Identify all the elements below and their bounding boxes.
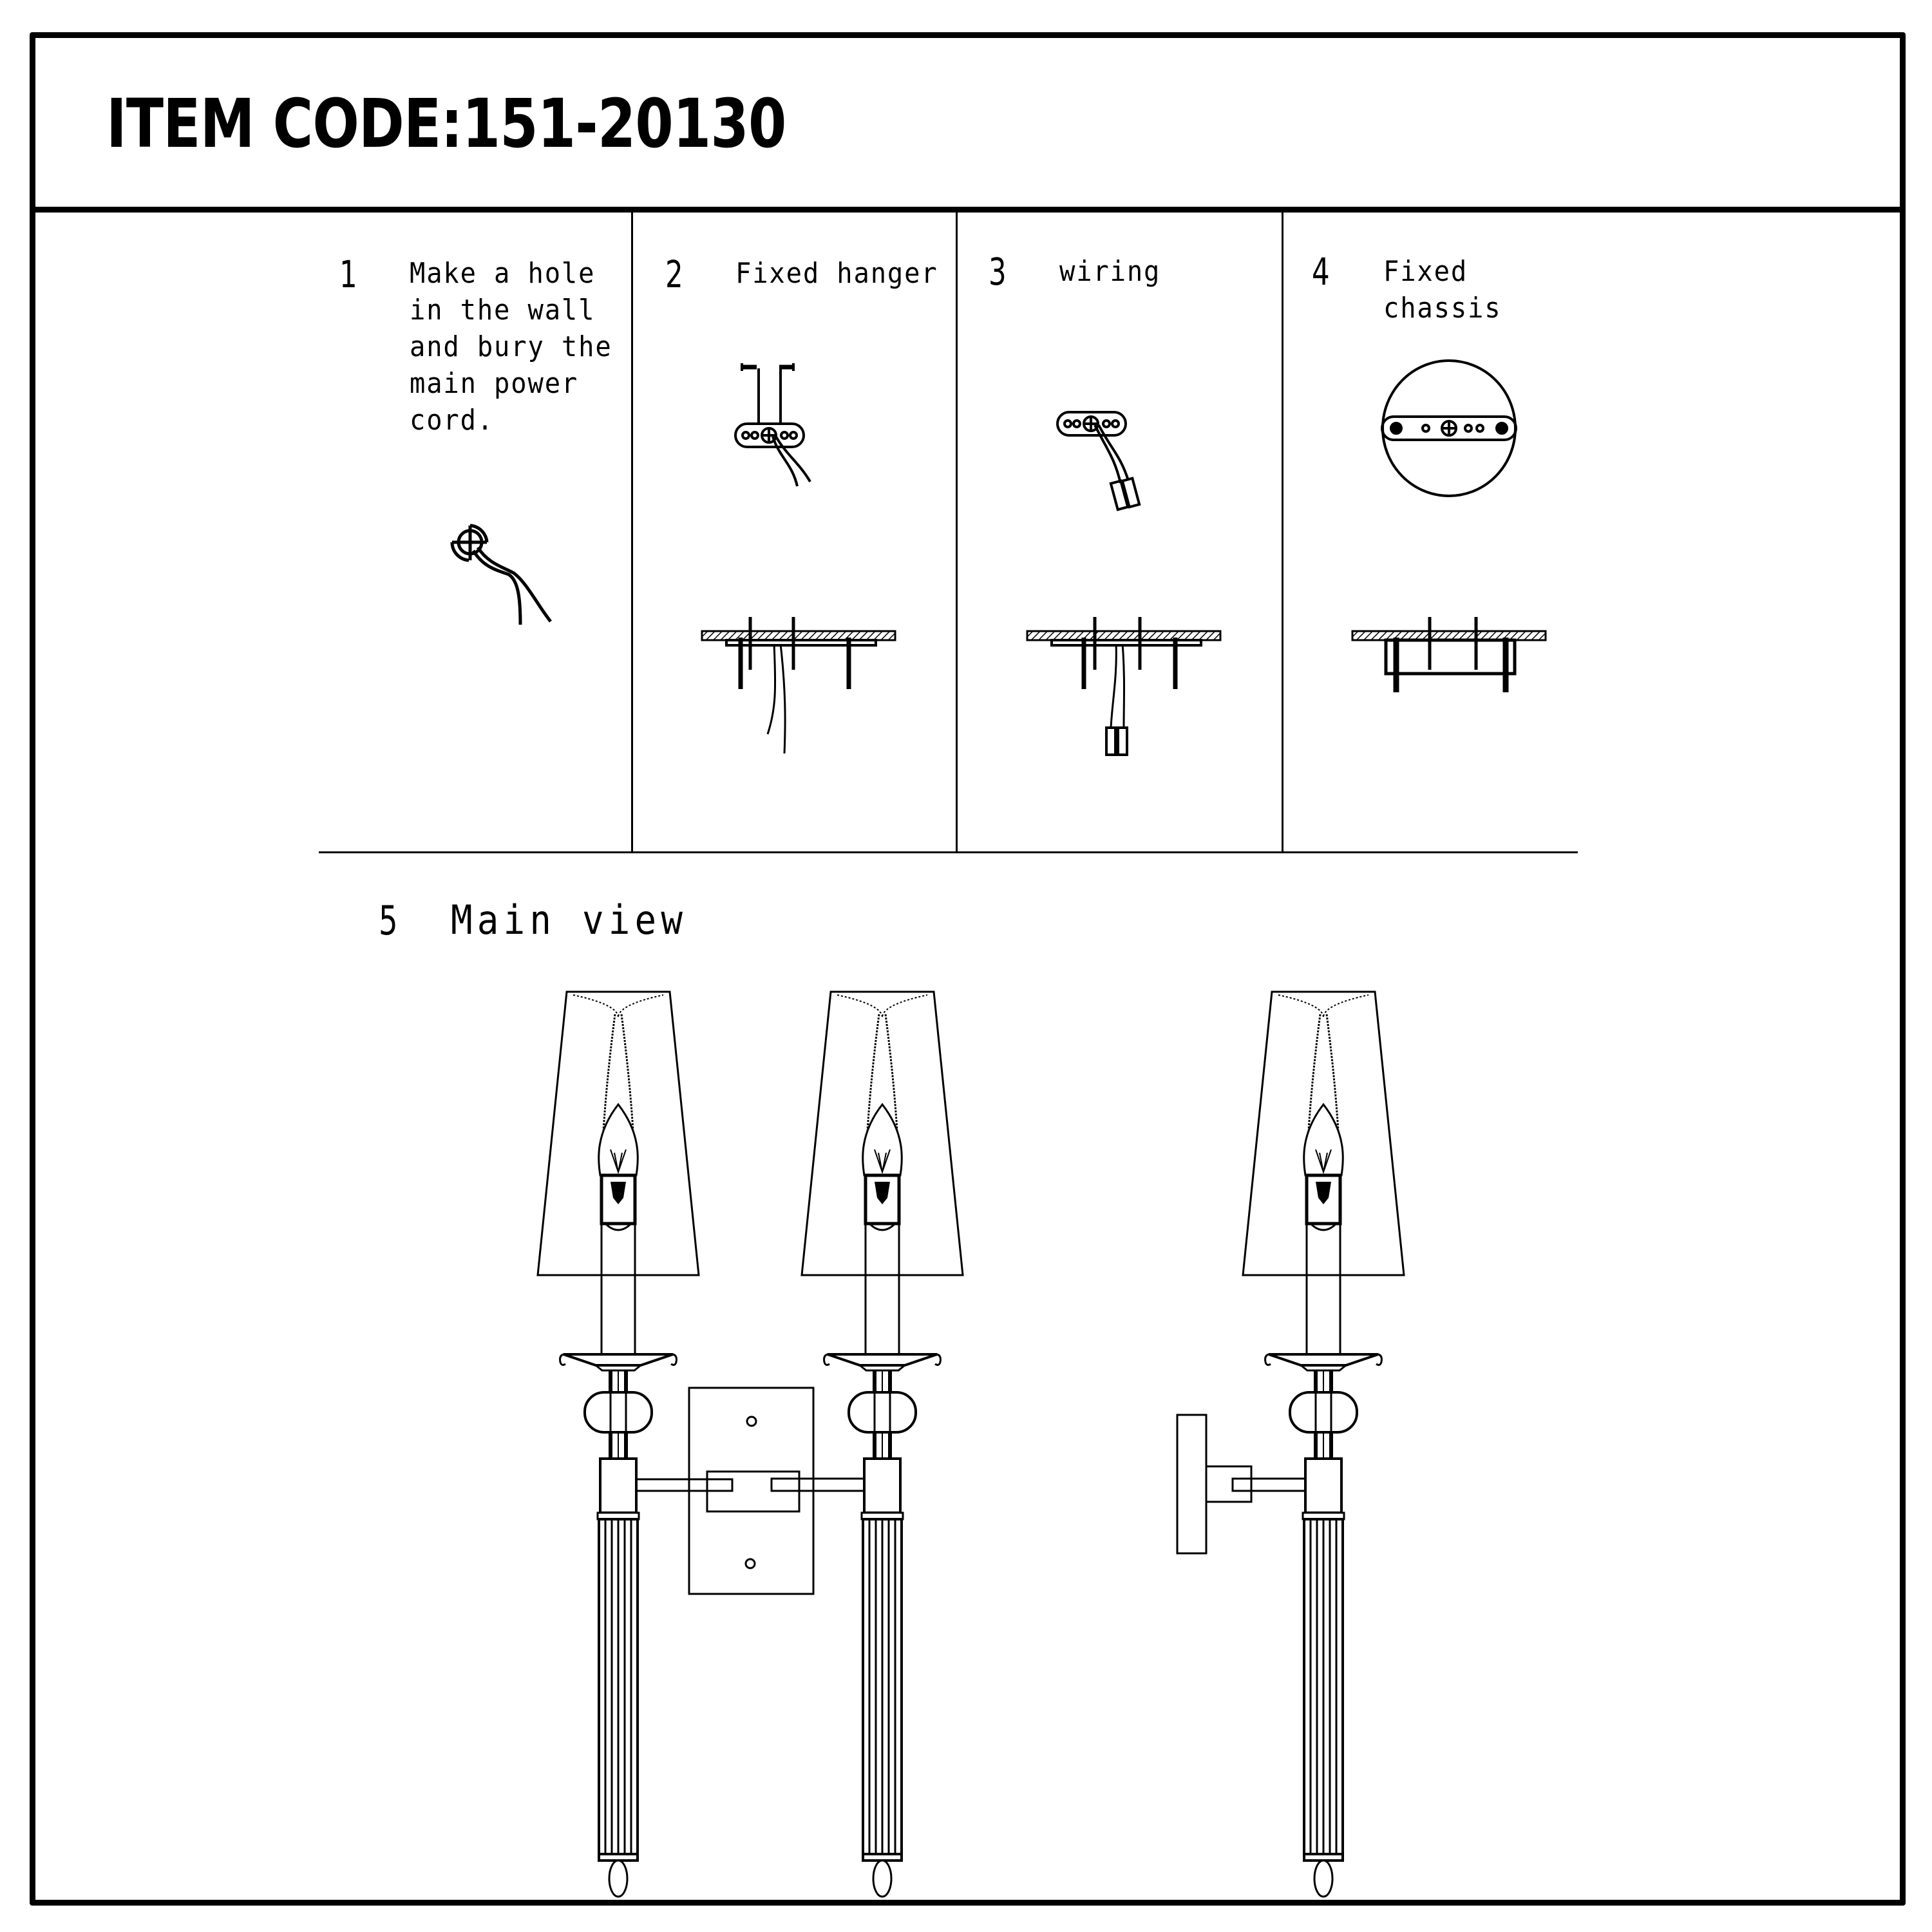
item-code-title: ITEM CODE:151-20130 [106,84,786,163]
hanger-top-view-figure [734,363,811,487]
step-number: 2 [665,252,683,296]
chassis-top-view-figure [1381,359,1517,497]
step-divider [1282,213,1283,853]
page-frame [30,32,1906,1906]
step-number: 3 [989,250,1007,294]
step-number: 5 [379,897,398,944]
step-number: 4 [1312,250,1330,294]
steps-bottom-divider [319,851,1578,853]
step-divider [631,213,633,853]
step-divider [956,213,958,853]
wiring-side-view-figure [1026,617,1222,756]
step-label: Fixed hanger [735,257,938,290]
wiring-top-view-figure [1056,411,1141,511]
header-divider [30,207,1906,213]
step-label: Fixed chassis [1383,255,1502,325]
step-label: wiring [1059,255,1161,288]
main-view-label: Main view [451,896,688,943]
step-label: Make a hole in the wall and bury the mai… [410,257,612,437]
wall-hole-cord-figure [450,524,552,625]
hanger-side-view-figure [701,617,896,754]
chassis-side-view-figure [1351,617,1547,692]
step-number: 1 [339,252,357,296]
